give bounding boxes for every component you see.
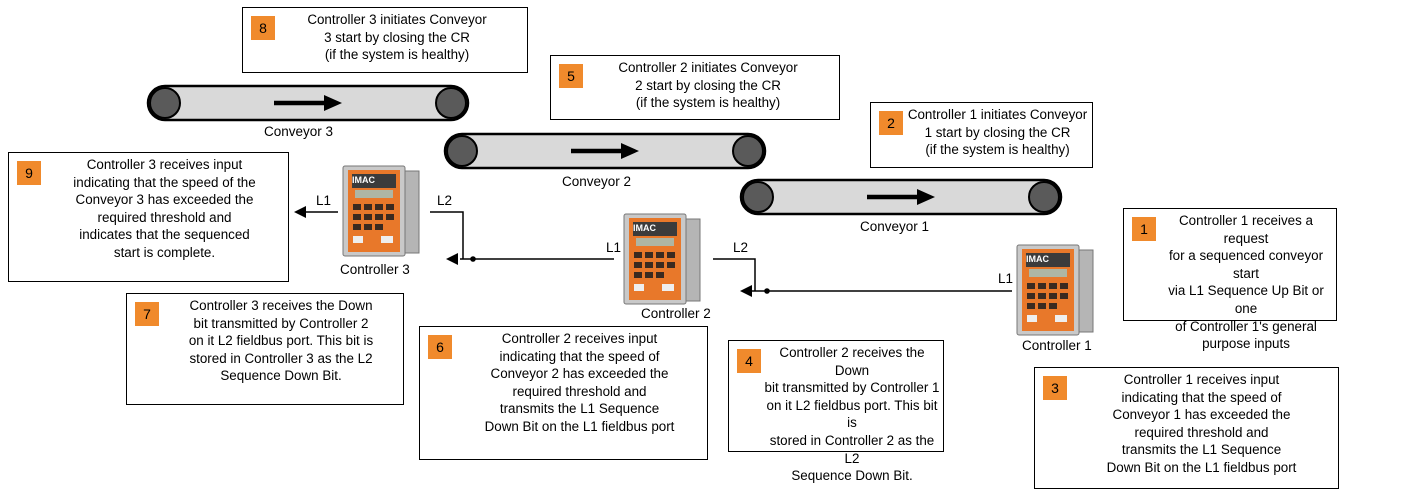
controller-2-l2-label: L2 <box>733 240 749 255</box>
step-6-box: 6 Controller 2 receives input indicating… <box>419 326 708 460</box>
controller-3-l1-label: L1 <box>316 193 332 208</box>
controller-1-label: Controller 1 <box>1022 338 1092 353</box>
step-6-number: 6 <box>428 335 452 359</box>
step-1-text: Controller 1 receives a request for a se… <box>1168 213 1324 352</box>
step-5-box: 5 Controller 2 initiates Conveyor 2 star… <box>550 55 840 120</box>
controller-2-brand: IMAC <box>633 223 656 233</box>
step-3-text: Controller 1 receives input indicating t… <box>1106 372 1297 475</box>
step-4-box: 4 Controller 2 receives the Down bit tra… <box>728 340 944 483</box>
step-1-number: 1 <box>1132 217 1156 241</box>
step-5-text: Controller 2 initiates Conveyor 2 start … <box>618 60 798 111</box>
step-9-text: Controller 3 receives input indicating t… <box>73 157 256 260</box>
conveyor-1-belt <box>741 180 1061 214</box>
step-6-text: Controller 2 receives input indicating t… <box>484 331 675 434</box>
conveyor-3-belt <box>148 86 468 120</box>
step-9-number: 9 <box>17 161 41 185</box>
step-3-box: 3 Controller 1 receives input indicating… <box>1034 367 1339 489</box>
conveyor-3-label: Conveyor 3 <box>264 124 334 139</box>
controller-3-brand: IMAC <box>352 175 375 185</box>
controller-3-l2-label: L2 <box>437 193 453 208</box>
conveyor-1-label: Conveyor 1 <box>860 219 930 234</box>
step-9-box: 9 Controller 3 receives input indicating… <box>8 152 289 282</box>
controller-2-l1-label: L1 <box>606 240 622 255</box>
step-1-box: 1 Controller 1 receives a request for a … <box>1123 208 1337 351</box>
step-8-text: Controller 3 initiates Conveyor 3 start … <box>307 12 487 63</box>
step-4-number: 4 <box>737 349 761 373</box>
step-5-number: 5 <box>559 64 583 88</box>
conveyor-2-belt <box>445 134 765 168</box>
step-2-box: 2 Controller 1 initiates Conveyor 1 star… <box>870 102 1093 168</box>
controller-1-l1-label: L1 <box>998 271 1014 286</box>
step-2-number: 2 <box>879 111 903 135</box>
conveyor-2-label: Conveyor 2 <box>562 174 632 189</box>
step-3-number: 3 <box>1043 376 1067 400</box>
step-8-box: 8 Controller 3 initiates Conveyor 3 star… <box>242 7 528 73</box>
controller-2-label: Controller 2 <box>641 306 711 321</box>
step-7-number: 7 <box>135 302 159 326</box>
step-7-box: 7 Controller 3 receives the Down bit tra… <box>126 293 404 405</box>
controller-3-label: Controller 3 <box>340 262 410 277</box>
step-8-number: 8 <box>251 16 275 40</box>
step-2-text: Controller 1 initiates Conveyor 1 start … <box>907 107 1088 158</box>
step-7-text: Controller 3 receives the Down bit trans… <box>188 298 374 384</box>
controller-1-brand: IMAC <box>1026 254 1049 264</box>
step-4-text: Controller 2 receives the Down bit trans… <box>764 345 940 484</box>
